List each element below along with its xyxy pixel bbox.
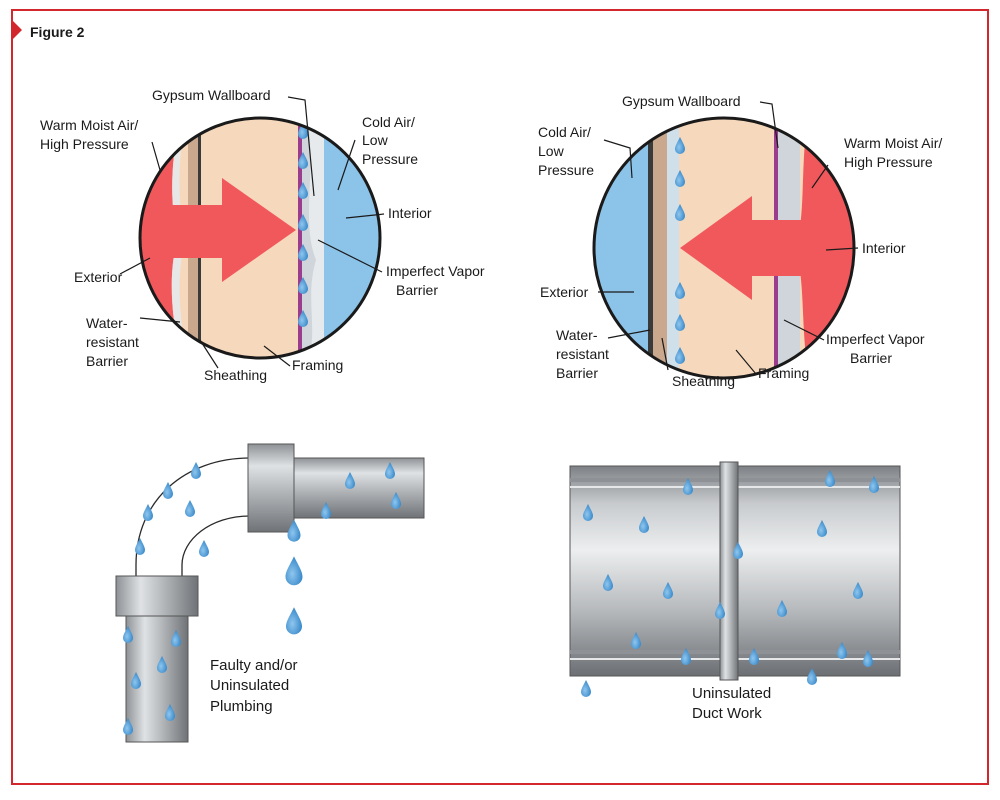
left-sheathing-label: Sheathing (204, 367, 267, 383)
duct-label-1: Uninsulated (692, 685, 771, 702)
figure-marker-icon (12, 20, 22, 40)
left-water-label-2: resistant (86, 334, 139, 350)
right-vapor-label-2: Barrier (850, 350, 892, 366)
figure-border (11, 9, 989, 785)
plumbing-label-3: Plumbing (210, 698, 273, 715)
plumbing-label-2: Uninsulated (210, 677, 289, 694)
plumbing-section: Faulty and/or Uninsulated Plumbing (115, 443, 425, 743)
right-vapor-label-1: Imperfect Vapor (826, 331, 925, 347)
left-cold-air-label-1: Cold Air/ (362, 114, 415, 130)
plumbing-label-1: Faulty and/or (210, 657, 298, 674)
right-cold-air-label-2: Low (538, 143, 565, 159)
right-wall-section: Gypsum Wallboard Cold Air/ Low Pressure … (538, 93, 942, 389)
left-cold-air-label-3: Pressure (362, 151, 418, 167)
right-warm-air-label-1: Warm Moist Air/ (844, 135, 942, 151)
left-water-label-1: Water- (86, 315, 128, 331)
left-vapor-label-1: Imperfect Vapor (386, 263, 485, 279)
left-warm-air-label-1: Warm Moist Air/ (40, 117, 138, 133)
figure-title: Figure 2 (30, 24, 85, 40)
duct-section: Uninsulated Duct Work (569, 461, 901, 722)
left-gypsum-label: Gypsum Wallboard (152, 87, 271, 103)
right-exterior-label: Exterior (540, 284, 589, 300)
right-water-label-2: resistant (556, 346, 609, 362)
left-wall-section: Gypsum Wallboard Warm Moist Air/ High Pr… (40, 87, 485, 383)
right-interior-label: Interior (862, 240, 906, 256)
right-warm-air-label-2: High Pressure (844, 154, 933, 170)
left-water-label-3: Barrier (86, 353, 128, 369)
right-sheathing-label: Sheathing (672, 373, 735, 389)
right-cold-air-label-1: Cold Air/ (538, 124, 591, 140)
left-exterior-label: Exterior (74, 269, 123, 285)
left-interior-label: Interior (388, 205, 432, 221)
right-cold-air-label-3: Pressure (538, 162, 594, 178)
left-framing-label: Framing (292, 357, 343, 373)
right-gypsum-label: Gypsum Wallboard (622, 93, 741, 109)
left-warm-air-label-2: High Pressure (40, 136, 129, 152)
duct-label-2: Duct Work (692, 705, 762, 722)
left-vapor-label-2: Barrier (396, 282, 438, 298)
left-cold-air-label-2: Low (362, 132, 389, 148)
right-water-label-3: Barrier (556, 365, 598, 381)
right-water-label-1: Water- (556, 327, 598, 343)
right-framing-label: Framing (758, 365, 809, 381)
